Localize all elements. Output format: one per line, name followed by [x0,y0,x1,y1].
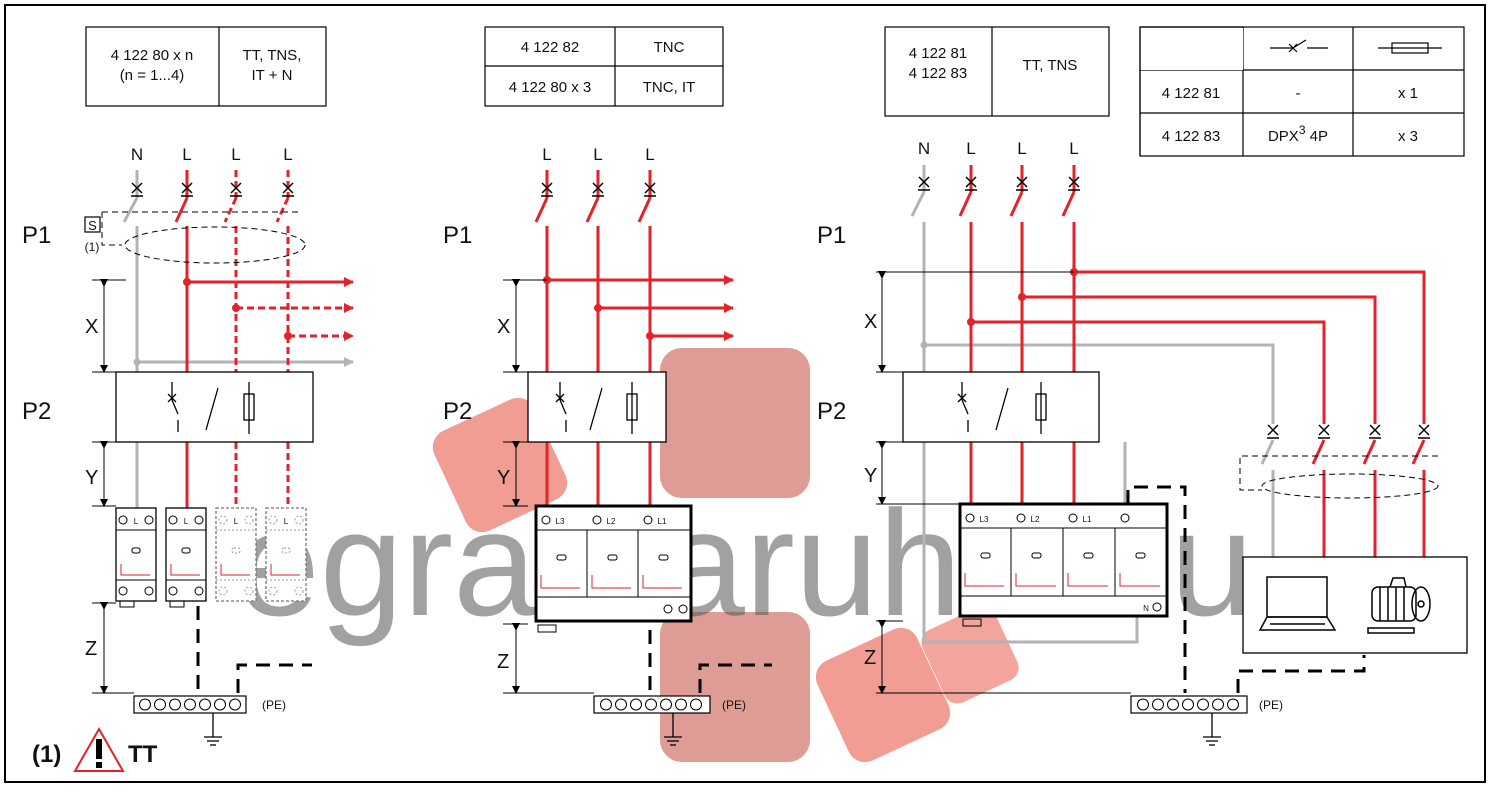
p1-systems: TT, TNS, [243,47,302,64]
p3-spd-4p: L3 L2 L1 N [958,502,1169,627]
prot-row1-ref: 4 122 81 [1162,85,1220,102]
p3-spd-label-3: L1 [1083,515,1092,524]
p3-cond-l3: L [1069,139,1078,158]
prot-row1-fuse: x 1 [1398,85,1418,102]
p2-spd-label-1: L3 [556,517,565,526]
p1-dim-y: Y [85,467,98,489]
panel-1: 4 122 80 x n (n = 1...4) TT, TNS, IT + N… [22,26,354,772]
p2-dim-z: Z [497,651,509,673]
prot-row2-fuse: x 3 [1398,128,1418,145]
p2-pe-label: (PE) [722,698,746,712]
p3-dim-z: Z [864,647,876,669]
p3-spd-label-1: L3 [980,515,989,524]
p1-cond-l1: L [182,145,191,164]
p1-ref: 4 122 80 x n [111,47,194,64]
p3-spd-label-2: L2 [1031,515,1040,524]
p2-spd-3p: L3 L2 L1 [534,504,693,633]
p2-ref-1: 4 122 82 [521,39,579,56]
panel-3: 4 122 81 4 122 83 TT, TNS 4 122 81 [817,26,1468,746]
p2-ref-2: 4 122 80 x 3 [509,79,592,96]
p1-dim-x: X [85,316,98,338]
p1-spd-label-2: L [184,517,189,526]
p3-label-p1: P1 [817,222,846,249]
motor-icon [1367,577,1431,634]
p3-systems: TT, TNS [1023,57,1078,74]
p2-spd-label-2: L2 [607,517,616,526]
protection-table: 4 122 81 - x 1 4 122 83 DPX3 4P x 3 [1139,26,1465,157]
p1-pe-label: (PE) [262,698,286,712]
p1-cond-l2: L [231,145,240,164]
prot-row2-breaker: DPX3 4P [1268,123,1328,145]
p1-switch-note: (1) [85,240,100,254]
p1-cond-n: N [131,145,143,164]
p1-systems-2: IT + N [252,67,293,84]
p3-cond-l1: L [966,139,975,158]
p2-spd-label-3: L1 [658,517,667,526]
load-box [1242,556,1468,654]
laptop-icon [1258,576,1337,631]
p2-label-p2: P2 [443,398,472,425]
p2-sys-2: TNC, IT [643,79,696,96]
p1-label-p2: P2 [22,398,51,425]
prot-row2-ref: 4 122 83 [1162,128,1220,145]
p1-ref-n: (n = 1...4) [120,67,185,84]
p3-ref-1: 4 122 81 [909,45,967,62]
p2-dim-x: X [497,316,510,338]
footnote-text: TT [128,741,158,768]
prot-row1-breaker: - [1296,85,1301,102]
p1-spd-label-4: L [284,517,289,526]
p3-cond-l2: L [1017,139,1026,158]
p1-dim-z: Z [85,638,97,660]
p1-label-p1: P1 [22,222,51,249]
fuse-icon [1378,42,1442,54]
p3-label-p2: P2 [817,398,846,425]
p1-cond-l3: L [283,145,292,164]
p2-cond-3: L [645,145,654,164]
p3-ref-2: 4 122 83 [909,65,967,82]
p3-dim-x: X [864,311,877,333]
p3-spd-label-4: N [1143,604,1149,613]
p3-cond-n: N [918,139,930,158]
p2-cond-2: L [593,145,602,164]
outer-frame [4,4,1486,783]
p2-cond-1: L [542,145,551,164]
circuit-breaker-icon [1270,39,1328,53]
panel-2: 4 122 82 TNC 4 122 80 x 3 TNC, IT L L L … [443,26,772,746]
p3-dim-y: Y [864,465,877,487]
p1-spd-label-1: L [134,517,139,526]
p3-pe-label: (PE) [1259,698,1283,712]
p1-spd-modules: L L L L [115,507,307,608]
p1-switch-s: S [88,218,97,233]
footnote-ref: (1) [32,741,61,768]
p1-spd-label-3: L [234,517,239,526]
warning-triangle-icon [73,726,125,772]
p2-dim-y: Y [497,467,510,489]
p2-sys-1: TNC [654,39,685,56]
p2-label-p1: P1 [443,222,472,249]
